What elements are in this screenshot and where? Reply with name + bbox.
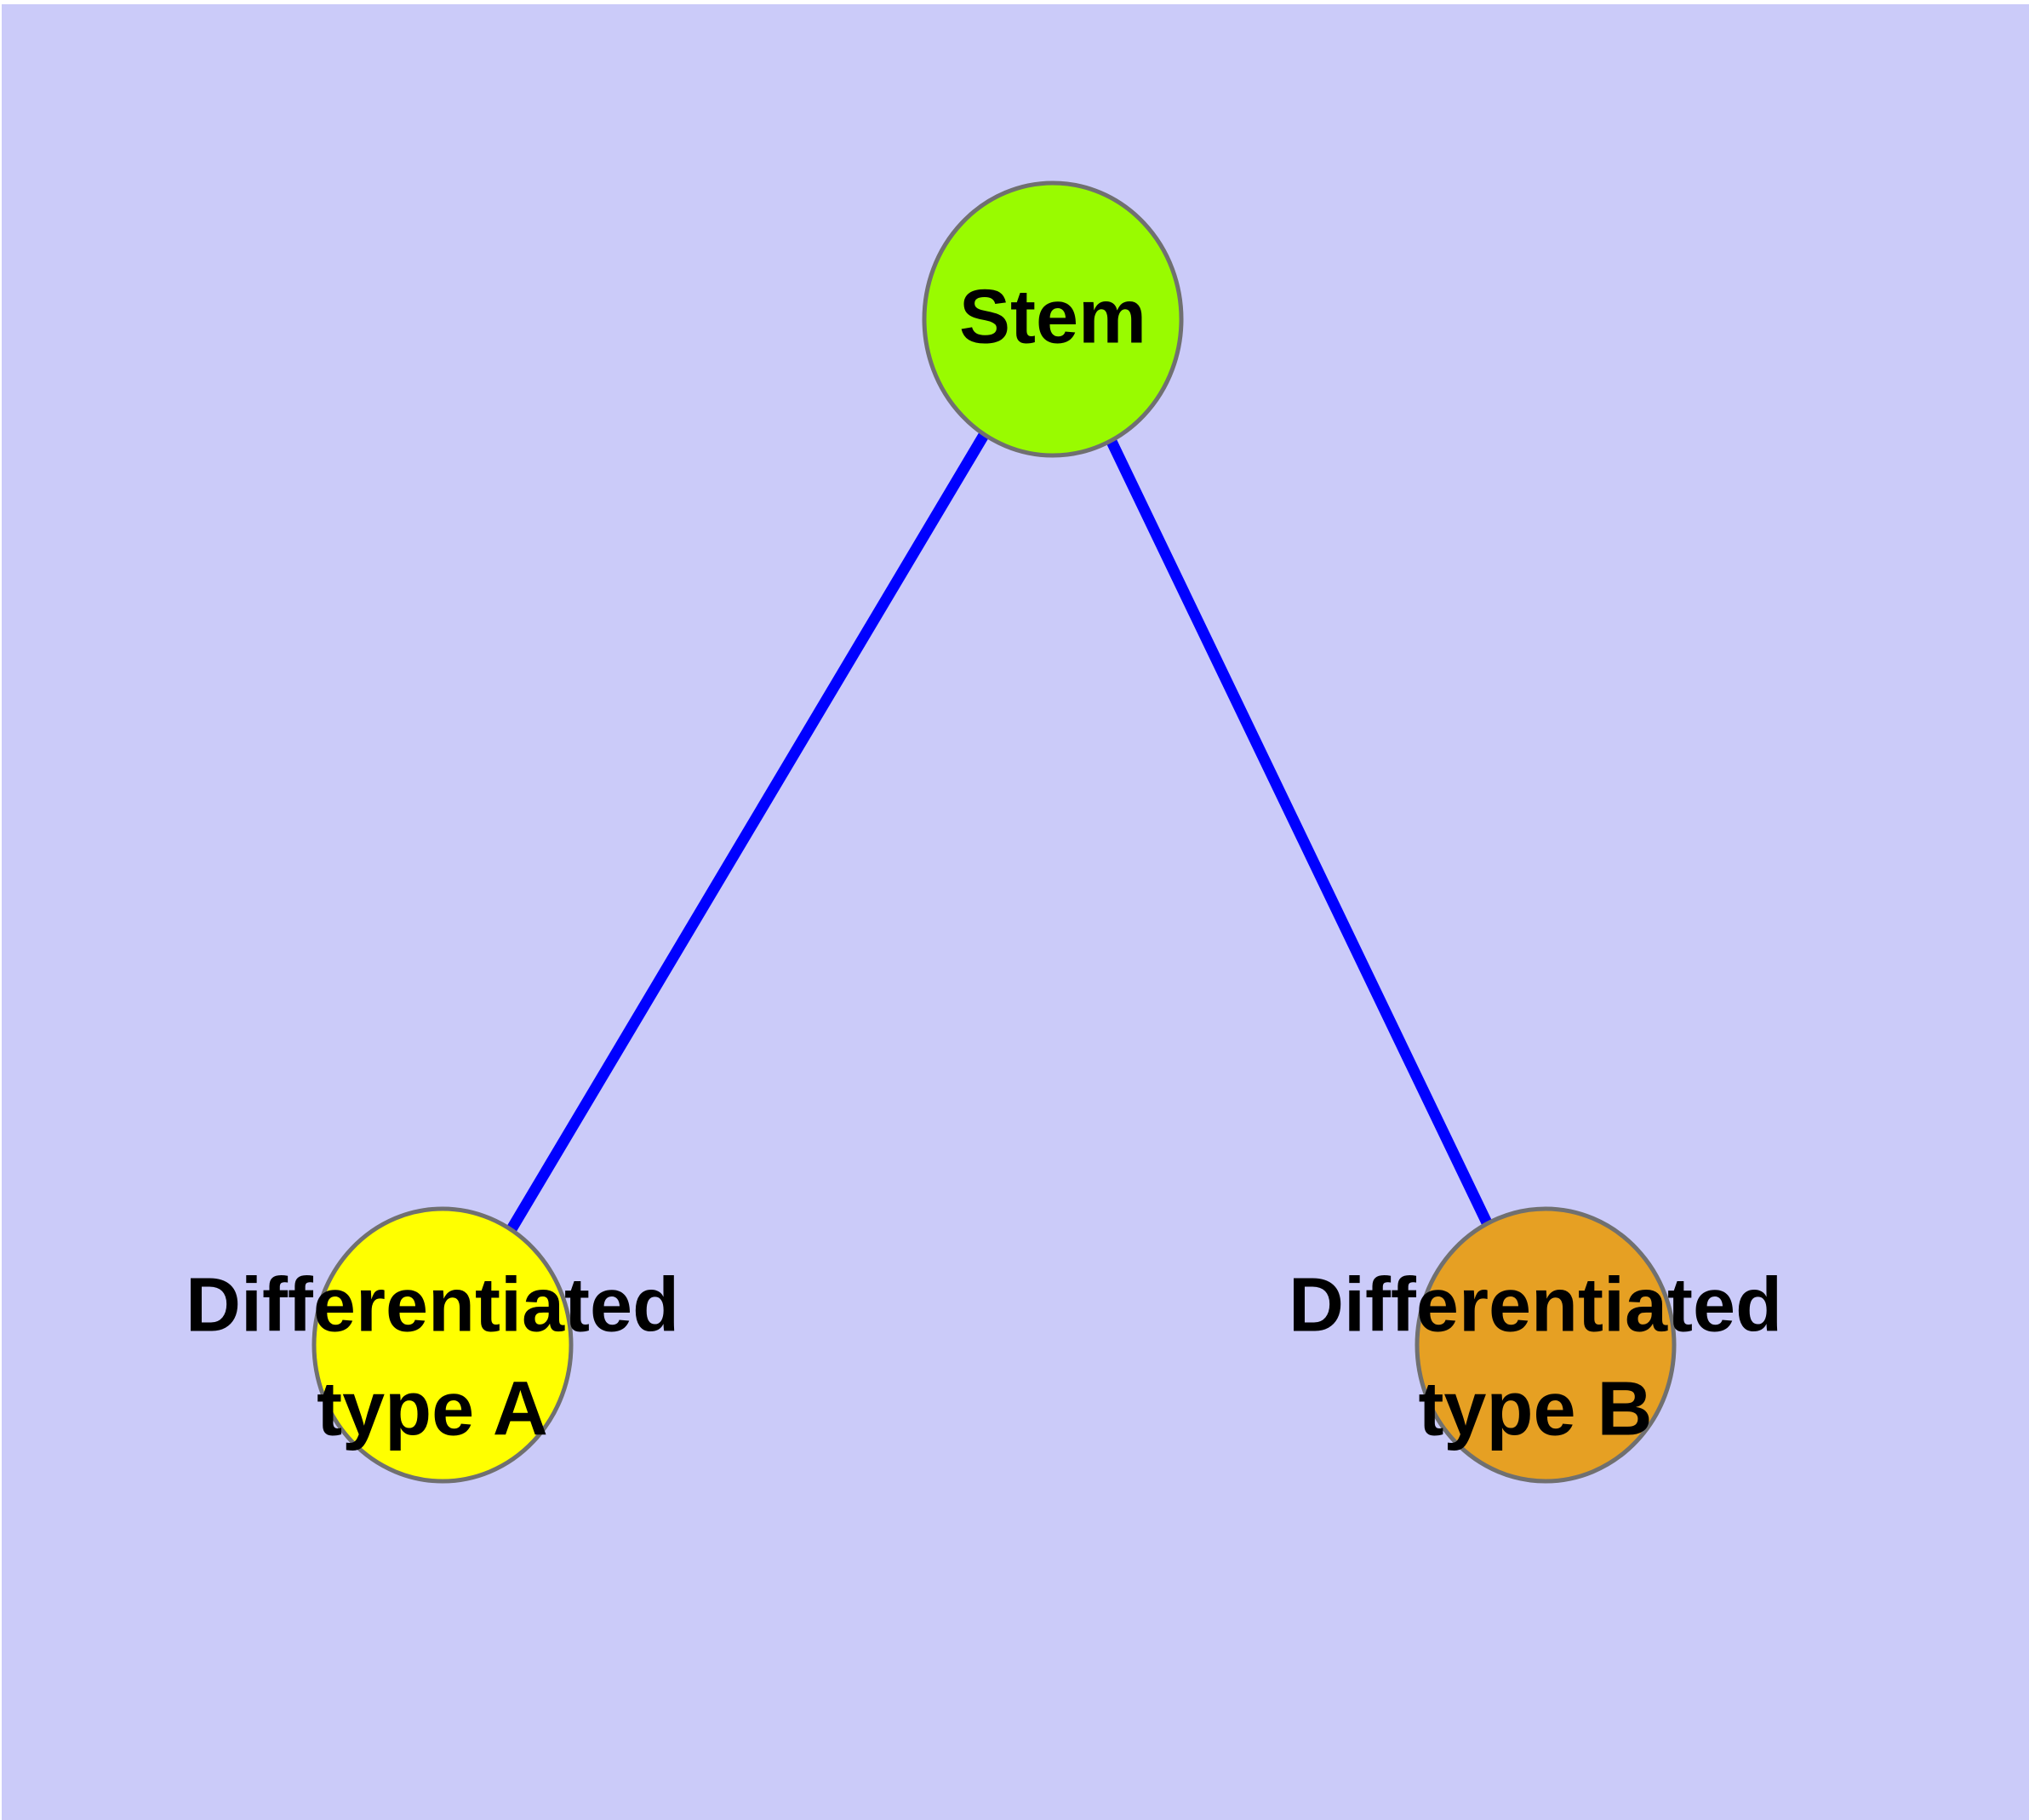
edge-stem-to-type-b — [1048, 317, 1551, 1348]
node-type-b-circle — [1415, 1206, 1677, 1484]
node-type-a-circle — [311, 1206, 574, 1484]
node-stem-circle — [922, 180, 1184, 458]
edge-stem-to-type-a — [437, 316, 1058, 1348]
